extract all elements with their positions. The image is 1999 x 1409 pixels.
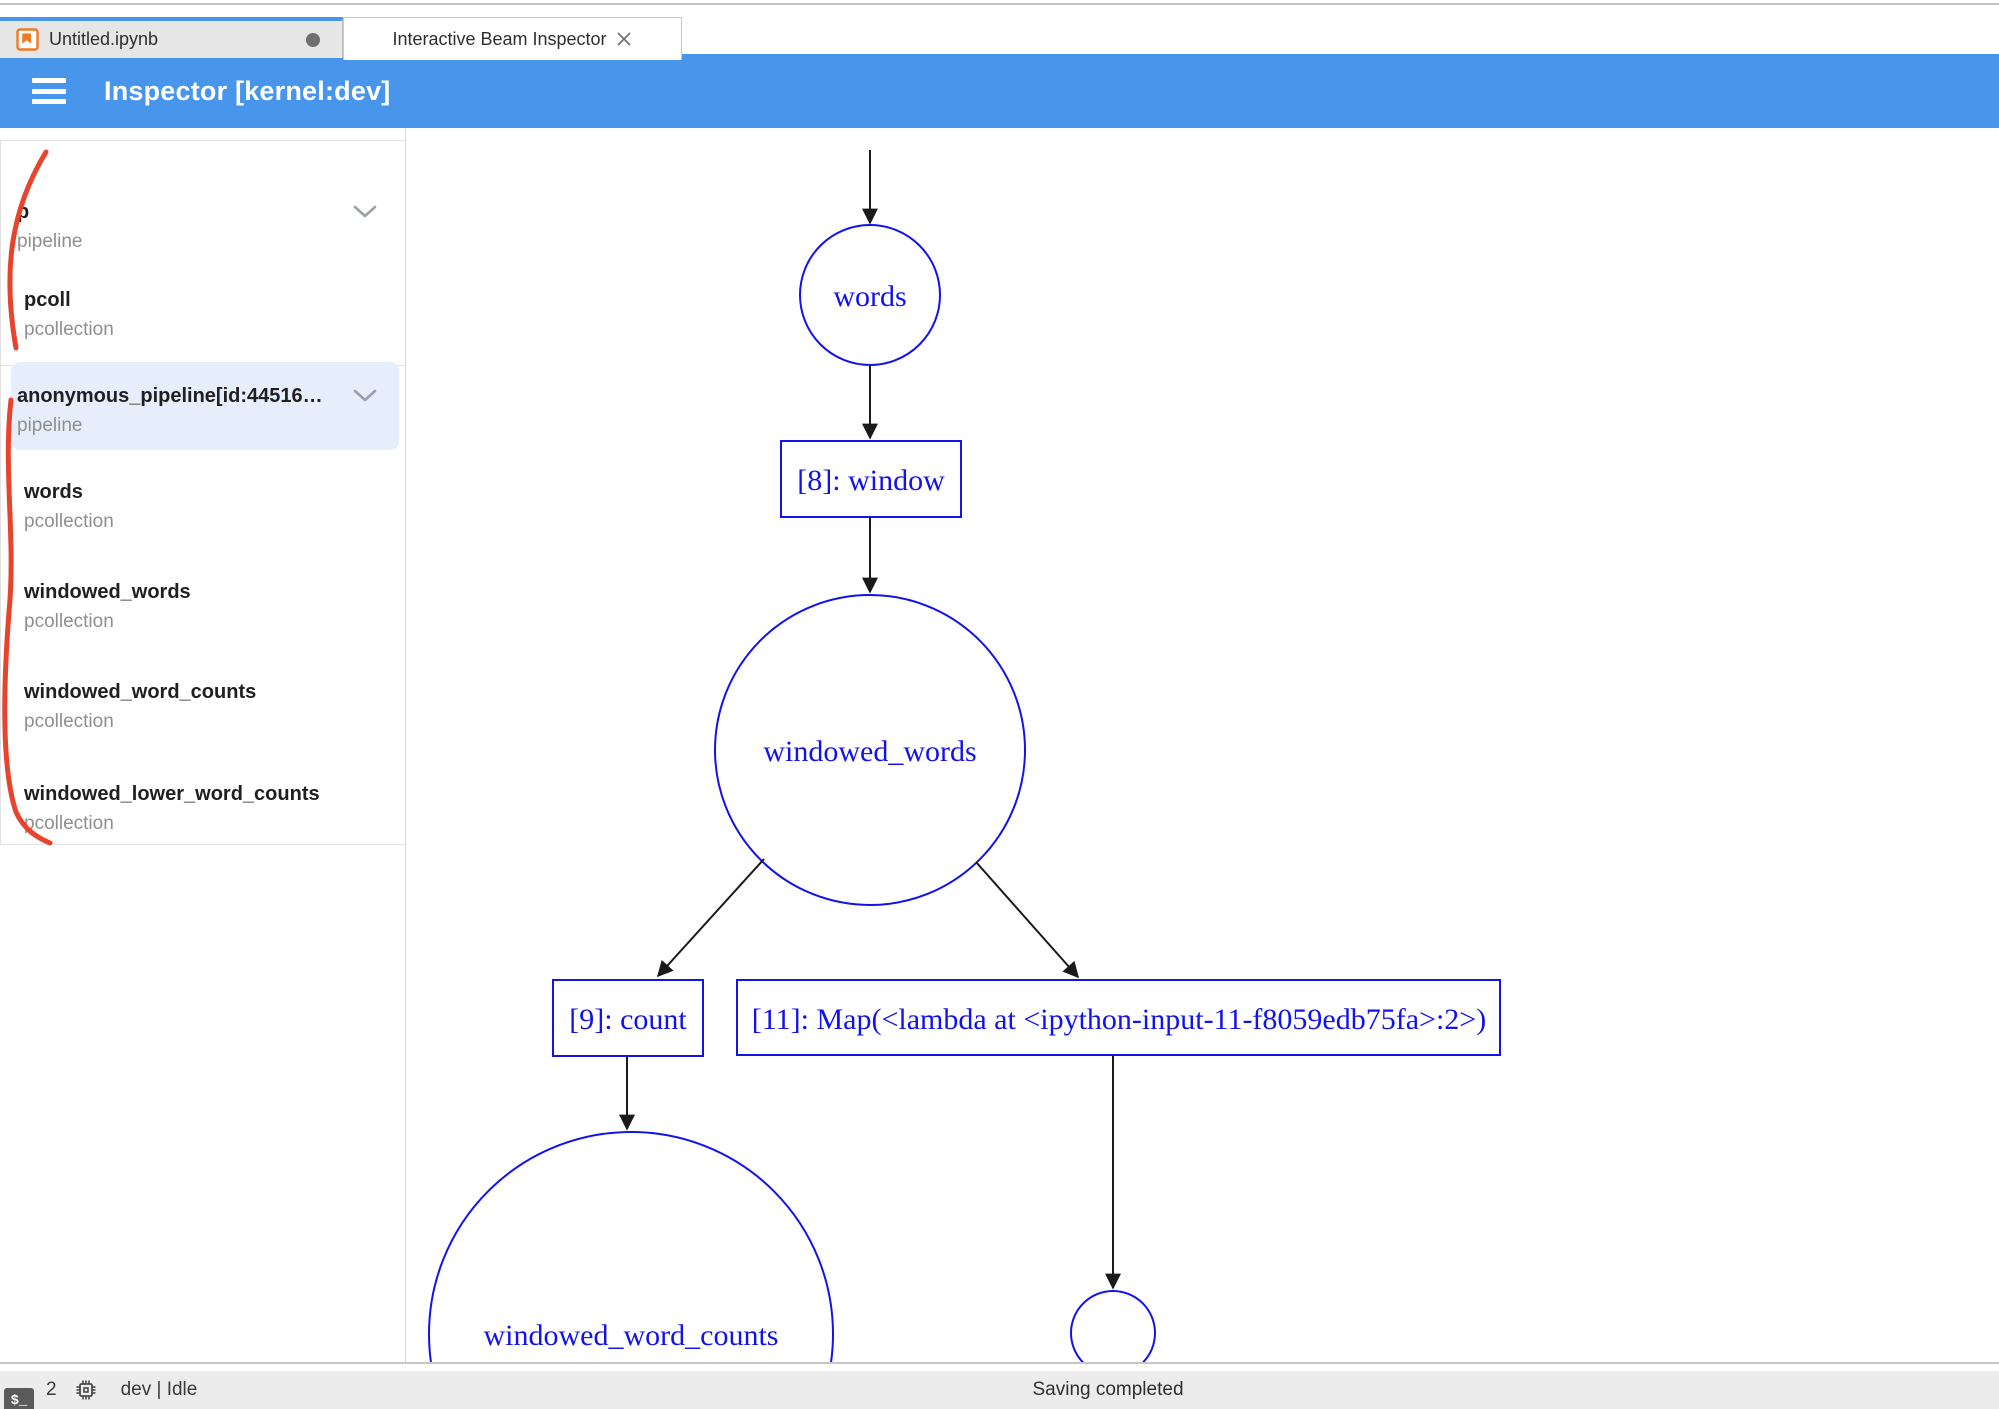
graph-node-count-transform bbox=[552, 979, 704, 1057]
graph-node-window-transform bbox=[780, 440, 962, 518]
pcollection-type: pcollection bbox=[24, 711, 114, 732]
unsaved-changes-dot[interactable] bbox=[306, 32, 320, 47]
pipeline-name: p bbox=[17, 201, 30, 223]
graph-node-windowed-word-counts-label: windowed_word_counts bbox=[484, 1319, 779, 1352]
sidebar-item-pipeline-p[interactable]: p pipeline bbox=[0, 200, 380, 254]
chevron-down-icon[interactable] bbox=[352, 388, 378, 404]
pipeline-graph: words [8]: window windowed_words [9]: co… bbox=[428, 150, 1501, 1362]
sidebar-item-windowed-lower-word-counts[interactable]: windowed_lower_word_counts pcollection bbox=[0, 782, 380, 836]
close-icon[interactable] bbox=[615, 30, 633, 48]
kernel-icon[interactable] bbox=[75, 1379, 97, 1401]
save-status-message: Saving completed bbox=[1032, 1379, 1184, 1400]
kernel-status[interactable]: dev | Idle bbox=[120, 1379, 198, 1400]
pipeline-graph-area: words [8]: window windowed_words [9]: co… bbox=[406, 128, 1999, 1362]
graph-node-window-label: [8]: window bbox=[797, 464, 945, 497]
sidebar-item-windowed-word-counts[interactable]: windowed_word_counts pcollection bbox=[0, 680, 380, 734]
edge-windowed-words-to-map bbox=[975, 861, 1080, 979]
tab-beam-inspector-label: Interactive Beam Inspector bbox=[392, 28, 607, 49]
terminal-icon[interactable]: $_ bbox=[4, 1388, 34, 1409]
pcollection-name: windowed_words bbox=[24, 581, 191, 603]
sidebar-item-words[interactable]: words pcollection bbox=[0, 480, 380, 534]
sidebar-item-anonymous-pipeline[interactable]: anonymous_pipeline[id:44516… pipeline bbox=[0, 384, 380, 438]
pcollection-name: windowed_lower_word_counts bbox=[24, 783, 320, 805]
graph-node-map-label: [11]: Map(<lambda at <ipython-input-11-f… bbox=[752, 1003, 1486, 1036]
terminal-count[interactable]: 2 bbox=[46, 1379, 57, 1400]
pcollection-type: pcollection bbox=[24, 319, 114, 340]
window-top-border bbox=[0, 3, 1999, 5]
tab-untitled-label: Untitled.ipynb bbox=[49, 29, 159, 49]
graph-node-windowed-word-counts bbox=[428, 1131, 834, 1362]
tab-untitled-notebook[interactable]: Untitled.ipynb bbox=[0, 17, 343, 58]
edge-windowed-words-to-count bbox=[656, 858, 765, 978]
chevron-down-icon[interactable] bbox=[352, 204, 378, 220]
inspector-header: Inspector [kernel:dev] bbox=[0, 54, 1999, 128]
status-bar: $_ 2 dev | Idle Saving completed bbox=[0, 1371, 1999, 1409]
tab-beam-inspector[interactable]: Interactive Beam Inspector bbox=[343, 17, 682, 60]
pcollection-type: pcollection bbox=[24, 611, 114, 632]
menu-icon[interactable] bbox=[32, 78, 70, 104]
graph-node-unnamed-output bbox=[1070, 1290, 1156, 1362]
graph-node-words-label: words bbox=[833, 280, 906, 313]
notebook-icon bbox=[16, 28, 39, 51]
sidebar-item-windowed-words[interactable]: windowed_words pcollection bbox=[0, 580, 380, 634]
selected-row-highlight bbox=[11, 362, 399, 450]
pcollection-name: windowed_word_counts bbox=[24, 681, 257, 703]
graph-node-count-label: [9]: count bbox=[569, 1003, 687, 1036]
tab-bar: Untitled.ipynb Interactive Beam Inspecto… bbox=[0, 5, 1999, 60]
graph-node-words bbox=[799, 224, 941, 366]
pcollection-type: pcollection bbox=[24, 813, 114, 834]
pipeline-sidebar: p pipeline pcoll pcollection anonymous_p… bbox=[0, 128, 406, 1362]
pipeline-type: pipeline bbox=[17, 231, 83, 252]
inspector-title: Inspector [kernel:dev] bbox=[104, 75, 391, 106]
pipeline-name: anonymous_pipeline[id:44516… bbox=[17, 385, 323, 407]
graph-node-windowed-words bbox=[714, 594, 1026, 906]
pcollection-name: pcoll bbox=[24, 289, 71, 311]
graph-node-map-transform bbox=[736, 979, 1501, 1056]
pcollection-name: words bbox=[24, 481, 83, 503]
content-bottom-border bbox=[0, 1362, 1999, 1364]
pipeline-type: pipeline bbox=[17, 415, 83, 436]
graph-node-windowed-words-label: windowed_words bbox=[763, 735, 976, 768]
sidebar-item-pcoll[interactable]: pcoll pcollection bbox=[0, 288, 380, 342]
pcollection-type: pcollection bbox=[24, 511, 114, 532]
